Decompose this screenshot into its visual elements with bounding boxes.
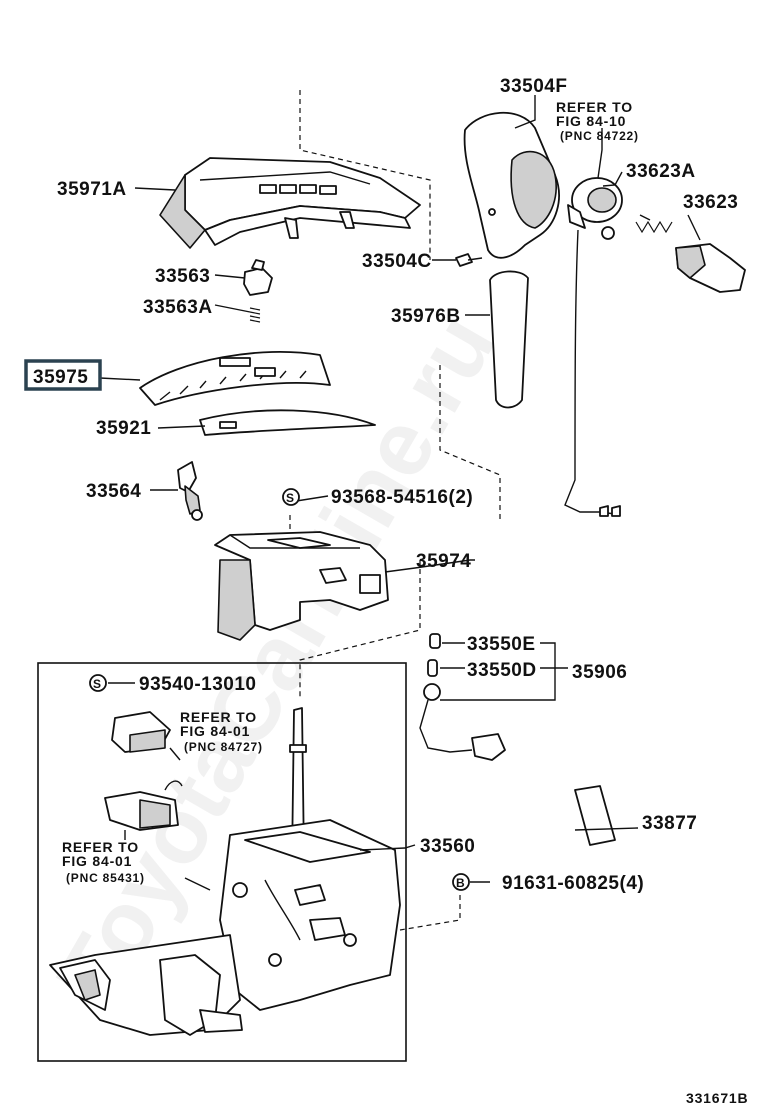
shift-position-switch[interactable] <box>104 780 183 831</box>
lever-33564[interactable] <box>177 461 203 521</box>
reference-note-84722[interactable]: REFER TO FIG 84-10 (PNC 84722) <box>556 99 639 143</box>
selected-part-highlight <box>24 359 102 391</box>
assembly-frame-33560 <box>37 662 407 1062</box>
label-93540: 93540-13010 <box>139 674 257 695</box>
label-91631: 91631-60825(4) <box>502 873 644 894</box>
shift-lock-solenoid[interactable] <box>111 711 171 753</box>
label-33550D: 33550D <box>467 660 537 681</box>
ref3-pnc: (PNC 85431) <box>66 871 145 885</box>
marker-s-label: S <box>286 491 295 505</box>
screw-33504C[interactable] <box>455 253 483 267</box>
ref3-line1: REFER TO <box>62 839 139 855</box>
label-33877[interactable] <box>574 785 616 846</box>
label-35921: 35921 <box>96 418 151 439</box>
ref2-line2: FIG 84-01 <box>180 723 250 739</box>
label-35975: 35975 <box>33 367 88 388</box>
label-33877: 33877 <box>642 813 697 834</box>
shift-indicator-bezel[interactable] <box>159 157 421 249</box>
marker-b-icon <box>452 873 470 891</box>
spring-33623A[interactable] <box>635 220 673 234</box>
reference-note-85431[interactable]: REFER TO FIG 84-01 (PNC 85431) <box>62 839 145 885</box>
bulb-33550E[interactable] <box>429 633 441 649</box>
shift-button-assembly[interactable] <box>564 177 623 517</box>
label-33563: 33563 <box>155 266 210 287</box>
ref1-pnc: (PNC 84722) <box>560 129 639 143</box>
ref1-line2: FIG 84-10 <box>556 113 626 129</box>
label-33560: 33560 <box>420 836 475 857</box>
slide-plate-35921[interactable] <box>199 409 376 436</box>
ref2-line1: REFER TO <box>180 709 257 725</box>
spring-33563A[interactable] <box>249 307 261 323</box>
knob-boot-35976B[interactable] <box>489 270 529 409</box>
marker-b-label: B <box>456 876 465 890</box>
slide-cover-35975[interactable] <box>139 350 331 406</box>
shift-lever-assembly-33560[interactable] <box>49 707 401 1036</box>
label-33564: 33564 <box>86 481 141 502</box>
guide-line-bolt <box>399 895 461 931</box>
label-93568: 93568-54516(2) <box>331 487 473 508</box>
label-33504C: 33504C <box>362 251 432 272</box>
guide-line-top <box>299 90 431 260</box>
label-33563A: 33563A <box>143 297 213 318</box>
figure-id: 331671B <box>686 1090 748 1106</box>
wire-harness-35906[interactable] <box>419 683 506 761</box>
ref2-pnc: (PNC 84727) <box>184 740 263 754</box>
leader-lines <box>99 95 701 891</box>
label-35971A: 35971A <box>57 179 127 200</box>
shift-knob-33504F[interactable] <box>463 111 560 259</box>
label-33623: 33623 <box>683 192 738 213</box>
button-33623[interactable] <box>675 243 746 293</box>
label-33550E: 33550E <box>467 634 536 655</box>
label-35974: 35974 <box>416 551 471 572</box>
label-33504F: 33504F <box>500 76 567 97</box>
ref3-line2: FIG 84-01 <box>62 853 132 869</box>
guide-line-knob <box>439 365 501 520</box>
reference-note-84727[interactable]: REFER TO FIG 84-01 (PNC 84727) <box>180 709 263 754</box>
ref1-line1: REFER TO <box>556 99 633 115</box>
marker-s-label-2: S <box>93 677 102 691</box>
marker-s-icon <box>282 488 300 506</box>
marker-s-icon-2 <box>89 674 107 692</box>
label-35976B: 35976B <box>391 306 461 327</box>
bulb-33550D[interactable] <box>427 659 438 677</box>
label-33623A: 33623A <box>626 161 696 182</box>
shift-lock-part-33563[interactable] <box>243 259 273 296</box>
housing-35974[interactable] <box>214 531 389 641</box>
label-35906: 35906 <box>572 662 627 683</box>
